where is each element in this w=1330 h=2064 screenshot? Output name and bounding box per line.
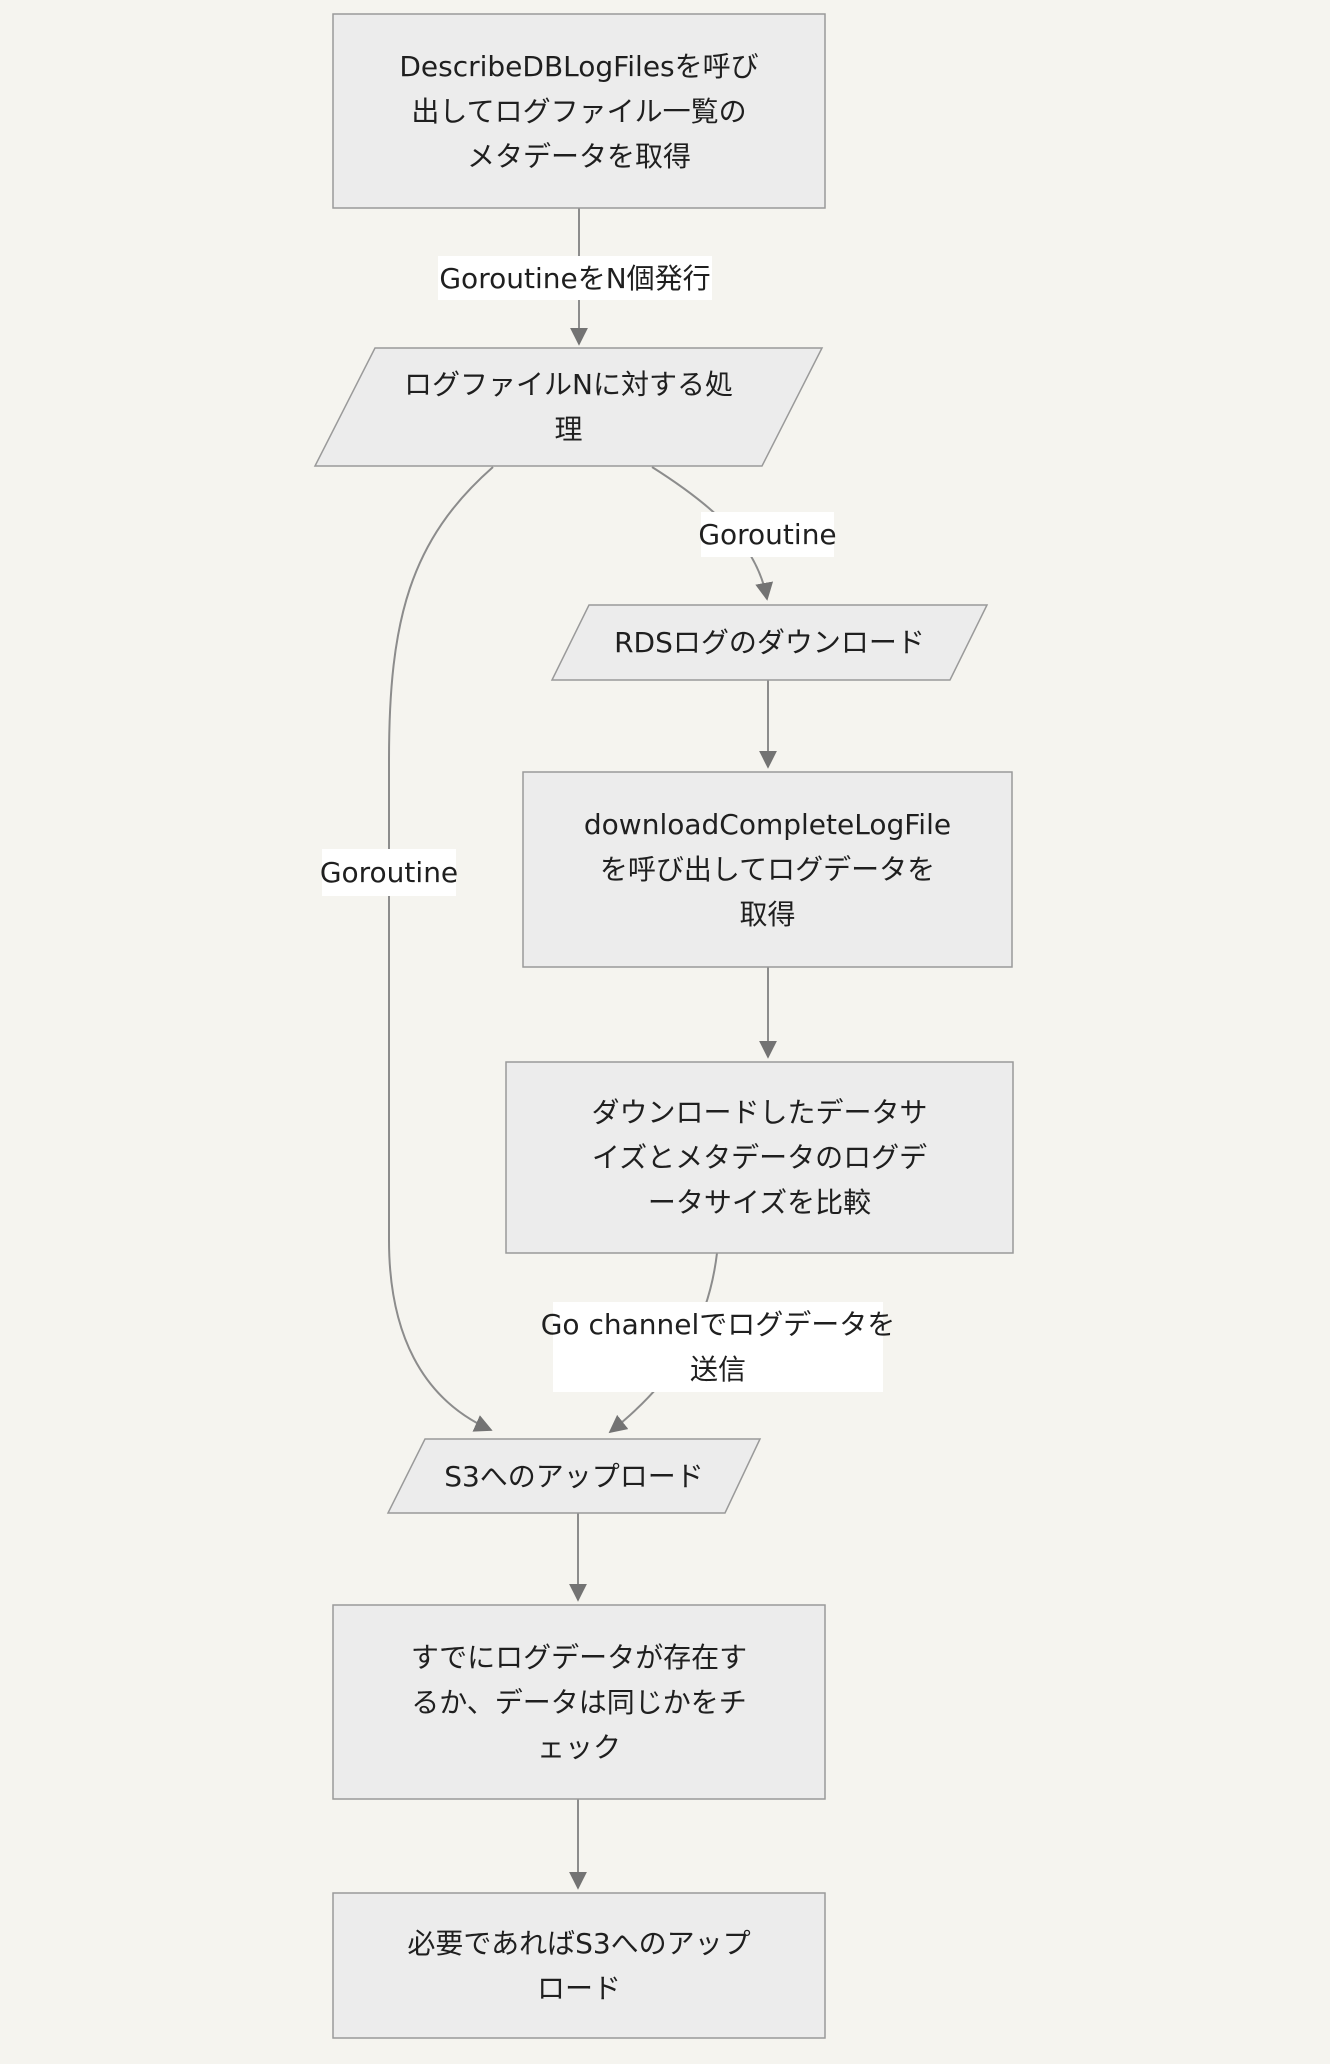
node-process-n-label: ログファイルNに対する処 理 bbox=[404, 368, 733, 446]
edge-label-go-channel: Go channelでログデータを 送信 bbox=[541, 1302, 895, 1392]
node-upload-if-needed-shape bbox=[332, 1892, 826, 2039]
edge-process-to-s3-long bbox=[388, 466, 494, 1432]
node-process-n-shape bbox=[313, 347, 824, 467]
node-check-exists-shape bbox=[332, 1604, 826, 1800]
node-rds-download-shape bbox=[550, 604, 989, 681]
edge-label-spawn-goroutines: GoroutineをN個発行 bbox=[438, 256, 712, 300]
edge-label-goroutine-left: Goroutine bbox=[320, 849, 458, 896]
node-download-complete-label: downloadCompleteLogFile を呼び出してログデータを 取得 bbox=[583, 808, 952, 931]
node-describe-label: DescribeDBLogFilesを呼び 出してログファイル一覧の メタデータ… bbox=[399, 49, 759, 173]
node-compare-size-shape bbox=[505, 1061, 1014, 1254]
node-compare-size-label: ダウンロードしたデータサ イズとメタデータのログデ ータサイズを比較 bbox=[591, 1096, 928, 1219]
node-s3-upload-shape bbox=[386, 1438, 762, 1514]
node-s3-upload-label: S3へのアップロード bbox=[444, 1459, 704, 1493]
node-rds-download-label: RDSログのダウンロード bbox=[614, 626, 925, 659]
node-upload-if-needed-label: 必要であればS3へのアップ ロード bbox=[407, 1926, 751, 2005]
node-describe-shape bbox=[332, 13, 826, 209]
node-check-exists-label: すでにログデータが存在す るか、データは同じかをチ ェック bbox=[410, 1640, 748, 1764]
edge-label-goroutine-right: Goroutine bbox=[698, 512, 837, 557]
node-download-complete-shape bbox=[522, 771, 1013, 968]
